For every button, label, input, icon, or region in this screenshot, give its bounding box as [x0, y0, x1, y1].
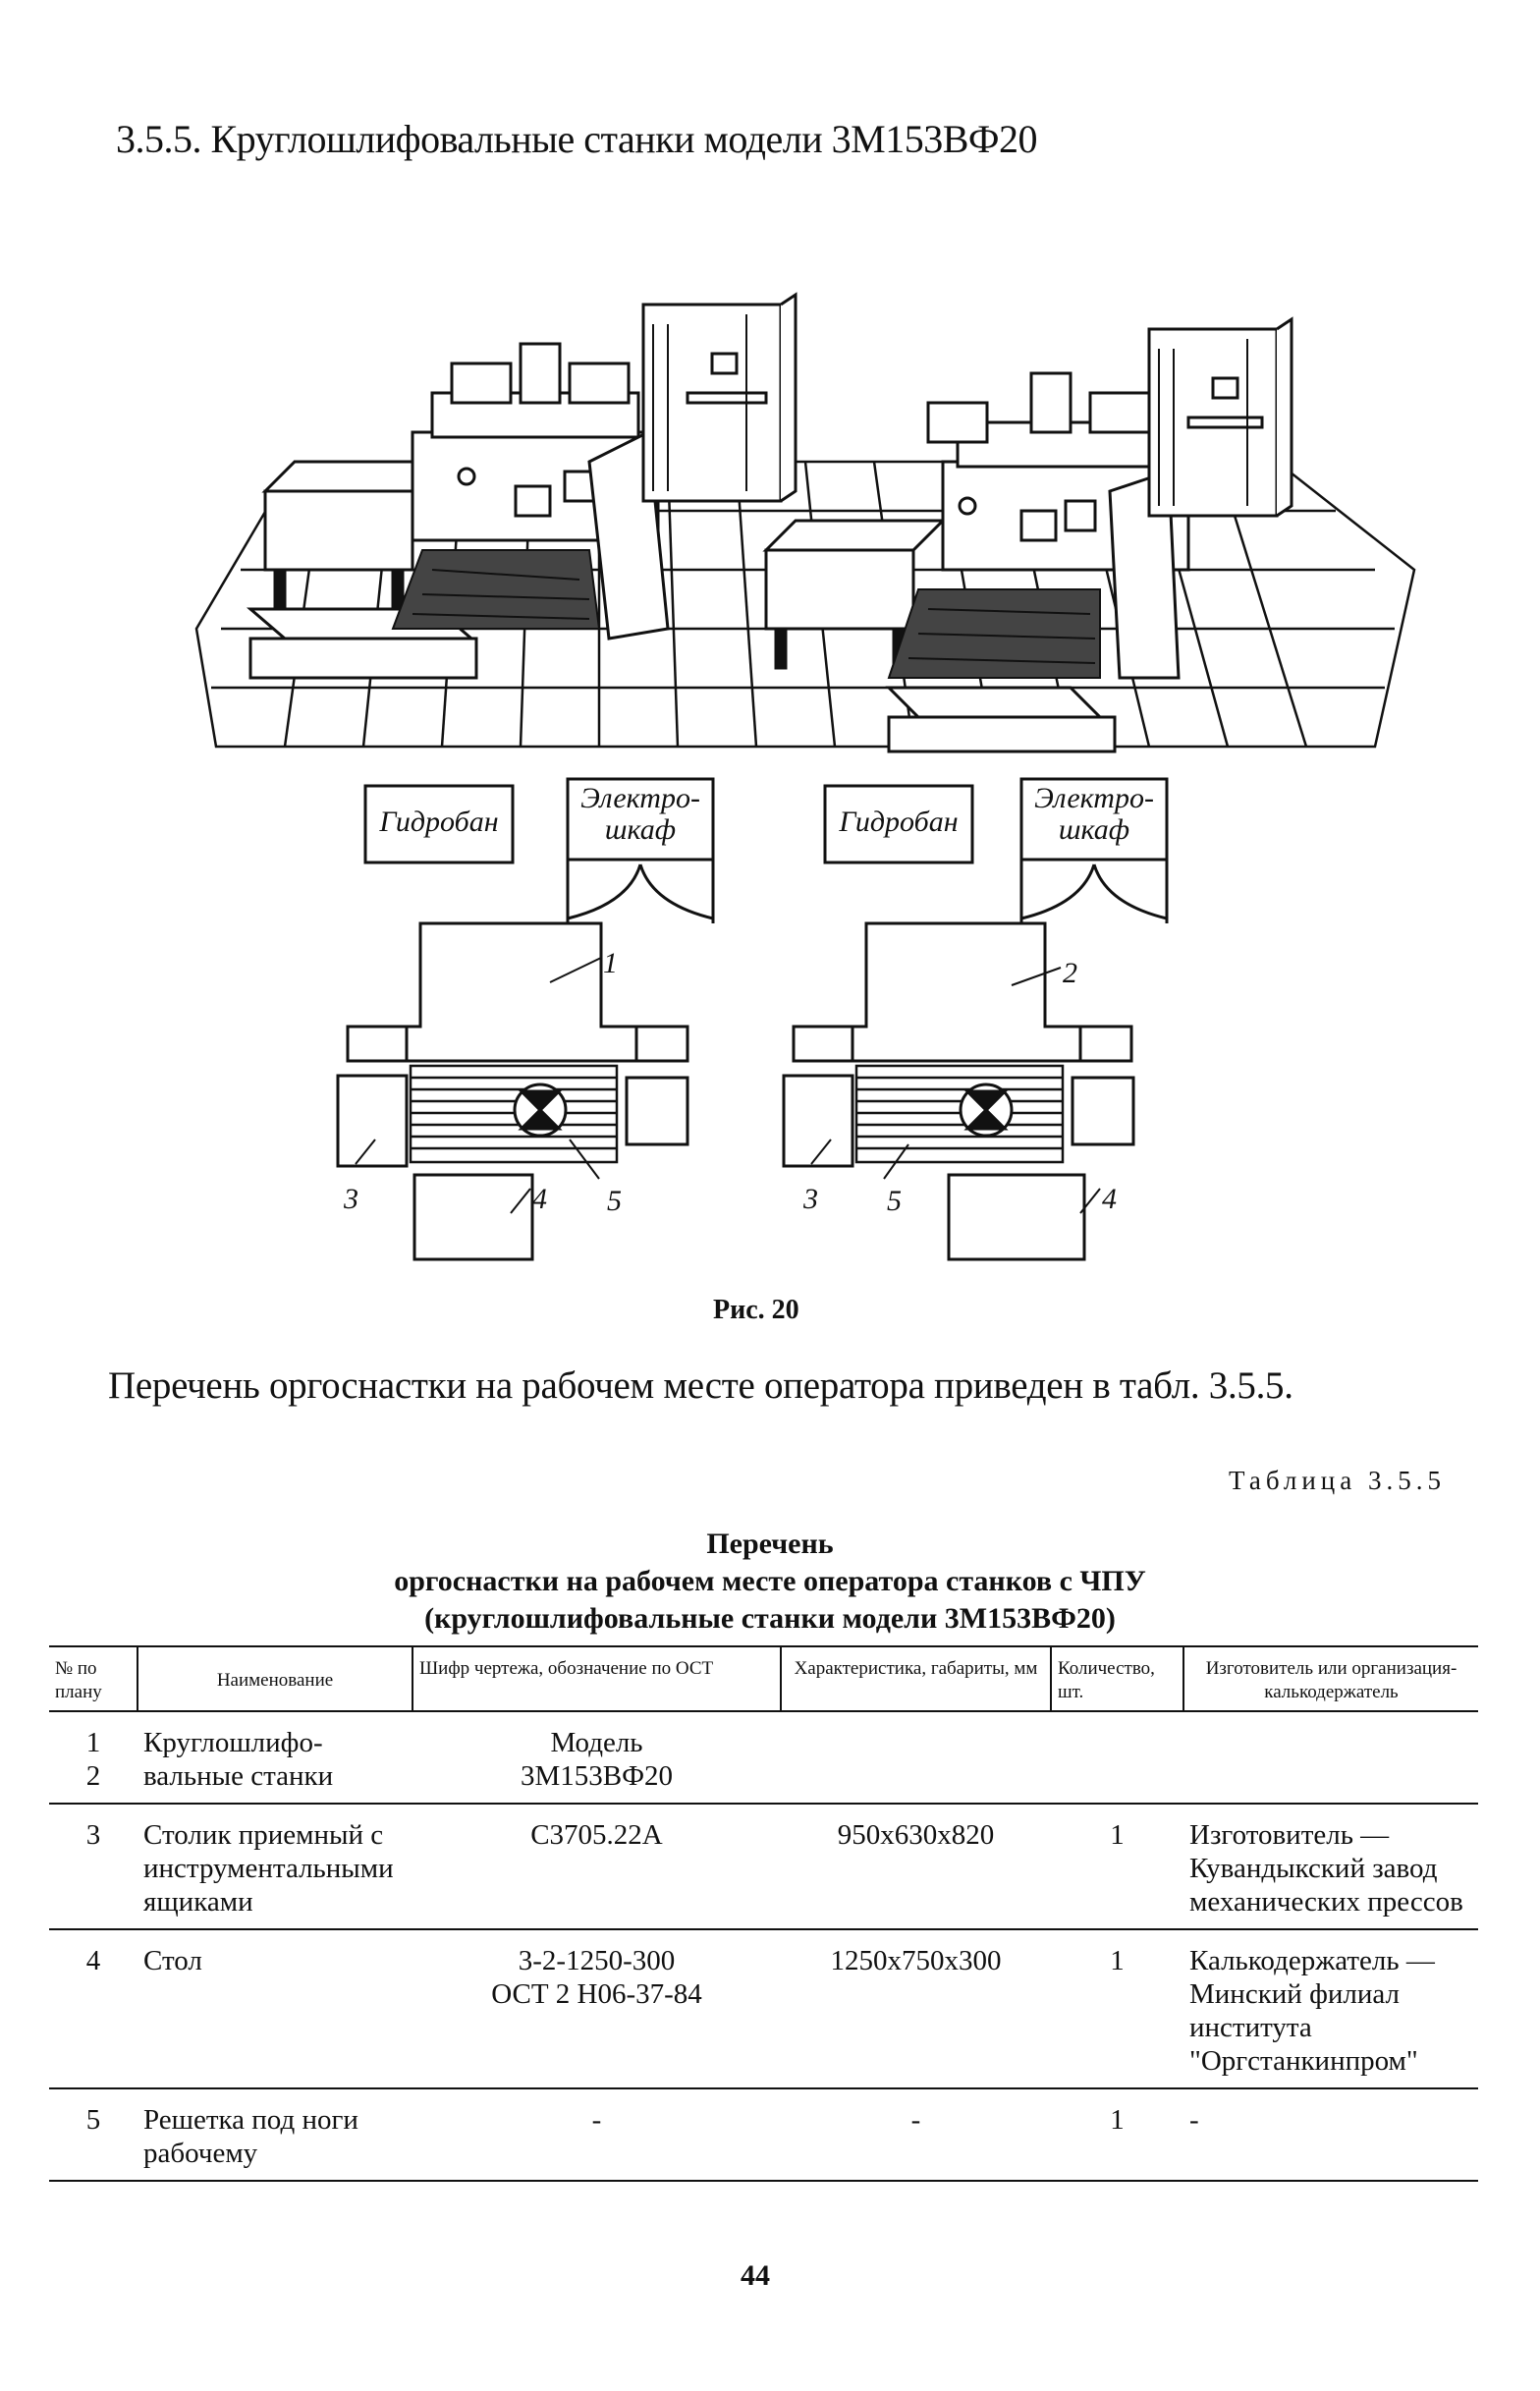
perspective-illustration [194, 292, 1416, 753]
cabinet-label-2a: Электро- [1034, 782, 1154, 814]
cell-manufacturer: - [1183, 2088, 1478, 2182]
header-quantity: Количество, шт. [1050, 1645, 1183, 1712]
cell-dimensions [781, 1711, 1051, 1805]
cell-manufacturer: Изготовитель — Кувандыкский завод механи… [1183, 1804, 1478, 1930]
hydro-tank-box-2 [823, 784, 974, 864]
callout-5-left: 5 [607, 1185, 622, 1217]
cell-drawing-code: С3705.22А [412, 1804, 781, 1930]
equipment-table: № по плану Наименование Шифр чертежа, об… [49, 1645, 1478, 2182]
cell-name: Стол [138, 1929, 412, 2089]
cell-manufacturer [1183, 1711, 1478, 1805]
cell-drawing-code: 3-2-1250-300 ОСТ 2 Н06-37-84 [412, 1929, 781, 2089]
cell-plan-number: 3 [49, 1804, 138, 1930]
table-label: Таблица 3.5.5 [1229, 1466, 1446, 1495]
cell-quantity: 1 [1051, 1929, 1183, 2089]
cabinet-label-2b: шкаф [1059, 813, 1129, 846]
table-title-line-3: (круглошлифовальные станки модели 3М153В… [424, 1602, 1116, 1635]
callout-4-right: 4 [1102, 1183, 1117, 1215]
machine-layout-figure: Гидробан Электро- шкаф Гидробан Электро-… [194, 292, 1416, 1261]
cell-dimensions: 1250х750х300 [781, 1929, 1051, 2089]
callout-3-right: 3 [802, 1183, 818, 1215]
hydro-tank-box-1 [363, 784, 515, 864]
cabinet-label-1a: Электро- [580, 782, 700, 814]
table-header-row: № по плану Наименование Шифр чертежа, об… [49, 1645, 1478, 1712]
header-name: Наименование [137, 1645, 412, 1712]
cell-name: Круглошлифо- вальные станки [138, 1711, 412, 1805]
intro-paragraph: Перечень оргоснастки на рабочем месте оп… [108, 1364, 1293, 1407]
cell-quantity: 1 [1051, 1804, 1183, 1930]
header-manufacturer: Изготовитель или организация-калькодержа… [1182, 1645, 1478, 1712]
table-box-4-2 [947, 1173, 1086, 1261]
cell-dimensions: - [781, 2088, 1051, 2182]
header-drawing-code: Шифр чертежа, обозначение по ОСТ [412, 1645, 781, 1712]
cabinet-label-1b: шкаф [605, 813, 676, 846]
table-box-4-1 [412, 1173, 534, 1261]
plan-view-2 [782, 777, 1169, 1261]
cell-plan-number: 4 [49, 1929, 138, 2089]
callout-4-left: 4 [532, 1183, 547, 1215]
figure-caption: Рис. 20 [713, 1295, 799, 1325]
table-title-line-1: Перечень [706, 1528, 834, 1560]
cell-plan-number: 5 [49, 2088, 138, 2182]
cell-dimensions: 950х630х820 [781, 1804, 1051, 1930]
callout-5-right: 5 [887, 1185, 902, 1217]
callout-1: 1 [603, 947, 618, 979]
header-plan-number: № по плану [49, 1645, 138, 1712]
callout-2: 2 [1063, 957, 1077, 989]
header-dimensions: Характеристика, габариты, мм [780, 1645, 1051, 1712]
page-number: 44 [741, 2259, 770, 2292]
electric-cabinet-box-2 [1019, 777, 1169, 862]
cell-drawing-code: Модель 3М153ВФ20 [412, 1711, 781, 1805]
cell-name: Столик приемный с инструментальными ящик… [138, 1804, 412, 1930]
cell-quantity: 1 [1051, 2088, 1183, 2182]
plan-view-1 [336, 777, 715, 1261]
cell-quantity [1051, 1711, 1183, 1805]
section-heading: 3.5.5. Круглошлифовальные станки модели … [116, 117, 1037, 161]
cell-plan-number: 1 2 [49, 1711, 138, 1805]
cell-drawing-code: - [412, 2088, 781, 2182]
hydro-tank-label-2: Гидробан [838, 806, 958, 838]
hydro-tank-label-1: Гидробан [378, 806, 498, 838]
callout-3-left: 3 [343, 1183, 358, 1215]
table-title: Перечень оргоснастки на рабочем месте оп… [0, 1526, 1540, 1638]
cell-name: Решетка под ноги рабочему [138, 2088, 412, 2182]
table-title-line-2: оргоснастки на рабочем месте оператора с… [394, 1565, 1146, 1597]
cell-manufacturer: Калькодержатель — Минский филиал институ… [1183, 1929, 1478, 2089]
electric-cabinet-box-1 [566, 777, 715, 862]
